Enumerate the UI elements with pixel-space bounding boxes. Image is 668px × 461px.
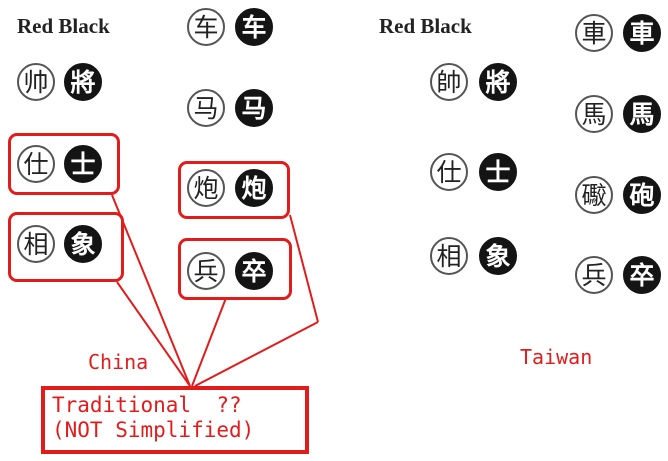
china-black-piece-6: 炮 (235, 169, 273, 207)
taiwan-label: Taiwan (520, 345, 593, 369)
china-header: Red Black (17, 14, 110, 38)
taiwan-red-piece-4: 車 (575, 14, 613, 52)
taiwan-black-piece-4: 車 (623, 14, 661, 52)
taiwan-red-piece-3: 相 (430, 237, 468, 275)
note-line-2: (NOT Simplified) (52, 418, 255, 442)
taiwan-red-piece-7: 兵 (575, 256, 613, 294)
connector-shi (111, 194, 191, 387)
china-red-piece-5: 马 (187, 89, 225, 127)
china-black-piece-2: 士 (64, 145, 102, 183)
connector-pao-box (289, 214, 319, 323)
connector-xiang (116, 281, 191, 387)
taiwan-black-piece-5: 馬 (623, 95, 661, 133)
china-red-piece-2: 仕 (17, 145, 55, 183)
connector-bing (191, 297, 227, 387)
highlight-box-shi (8, 133, 120, 195)
highlight-box-bing (178, 238, 292, 300)
taiwan-black-piece-7: 卒 (623, 256, 661, 294)
taiwan-red-piece-5: 馬 (575, 95, 613, 133)
note-line-1: Traditional ?? (52, 393, 242, 417)
china-red-piece-4: 车 (187, 8, 225, 46)
taiwan-black-piece-1: 將 (479, 63, 517, 101)
china-red-piece-1: 帅 (17, 63, 55, 101)
china-black-piece-1: 將 (64, 63, 102, 101)
china-black-piece-4: 车 (235, 8, 273, 46)
taiwan-black-piece-6: 砲 (623, 176, 661, 214)
taiwan-red-piece-1: 帥 (430, 63, 468, 101)
note-box: Traditional ?? (NOT Simplified) (41, 386, 309, 454)
china-black-piece-7: 卒 (235, 252, 273, 290)
highlight-box-xiang (8, 212, 124, 282)
taiwan-header: Red Black (379, 14, 472, 38)
highlight-box-pao (178, 161, 290, 219)
china-black-piece-5: 马 (235, 89, 273, 127)
china-red-piece-3: 相 (17, 225, 55, 263)
taiwan-black-piece-3: 象 (479, 237, 517, 275)
china-red-piece-6: 炮 (187, 169, 225, 207)
taiwan-black-piece-2: 士 (479, 153, 517, 191)
taiwan-red-piece-6: 礮 (575, 176, 613, 214)
china-red-piece-7: 兵 (187, 252, 225, 290)
china-black-piece-3: 象 (64, 225, 102, 263)
connector-pao (194, 321, 319, 387)
china-label: China (88, 350, 149, 374)
taiwan-red-piece-2: 仕 (430, 153, 468, 191)
